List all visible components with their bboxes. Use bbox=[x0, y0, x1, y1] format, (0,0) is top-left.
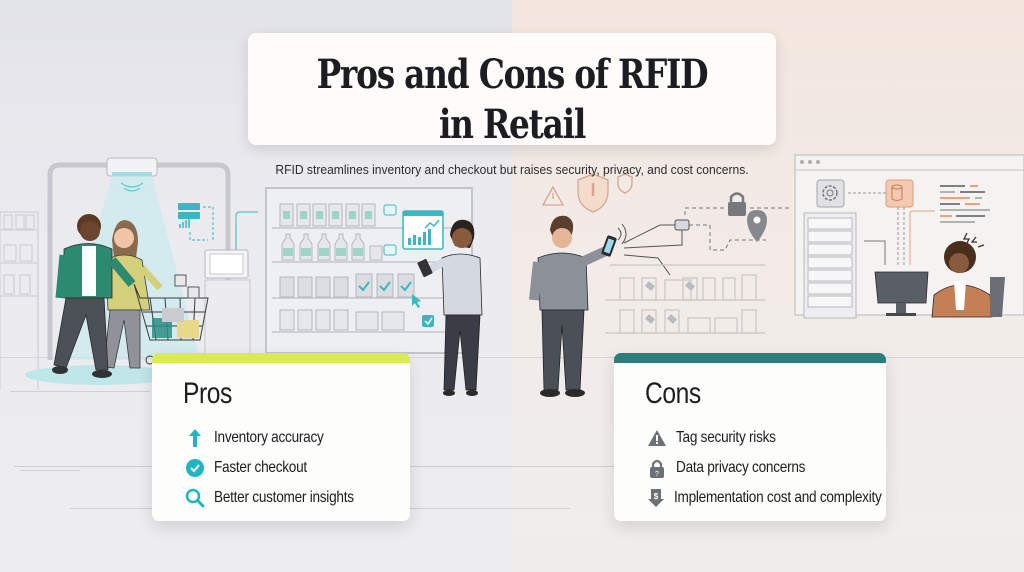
svg-text:?: ? bbox=[655, 471, 659, 478]
tag-scanning-illustration bbox=[529, 173, 790, 397]
warning-icon bbox=[647, 428, 667, 448]
cons-item-label: Data privacy concerns bbox=[676, 459, 806, 476]
pros-item-label: Inventory accuracy bbox=[214, 429, 324, 446]
page-title: Pros and Cons of RFID in Retail bbox=[316, 51, 709, 148]
cons-heading: Cons bbox=[645, 377, 701, 410]
title-card: Pros and Cons of RFID in Retail RFID str… bbox=[248, 33, 776, 177]
cons-card: Cons Tag security risks ? Data privacy c… bbox=[614, 353, 886, 521]
pros-heading: Pros bbox=[183, 377, 232, 410]
cons-list-item: $ Implementation cost and complexity bbox=[647, 483, 886, 513]
pros-list-item: Better customer insights bbox=[185, 483, 410, 513]
check-circle-icon bbox=[185, 458, 205, 478]
pros-list-item: Faster checkout bbox=[185, 453, 410, 483]
cons-list-item: ? Data privacy concerns bbox=[647, 453, 886, 483]
pros-list-item: Inventory accuracy bbox=[185, 423, 410, 453]
floor-line bbox=[0, 357, 1024, 358]
padlock-icon: ? bbox=[647, 458, 667, 478]
pros-item-label: Better customer insights bbox=[214, 489, 354, 506]
pros-item-label: Faster checkout bbox=[214, 459, 307, 476]
svg-text:$: $ bbox=[654, 492, 659, 501]
cons-item-label: Implementation cost and complexity bbox=[674, 489, 882, 506]
system-complexity-illustration bbox=[794, 154, 1024, 319]
magnifier-icon bbox=[185, 488, 205, 508]
cons-list: Tag security risks ? Data privacy concer… bbox=[647, 423, 886, 513]
pros-accent-bar bbox=[152, 353, 410, 363]
cons-item-label: Tag security risks bbox=[676, 429, 776, 446]
smart-shelf-illustration bbox=[265, 187, 483, 396]
page-subtitle: RFID streamlines inventory and checkout … bbox=[275, 162, 749, 177]
floor-line bbox=[20, 470, 80, 471]
checkout-scene-illustration bbox=[0, 157, 258, 390]
cons-accent-bar bbox=[614, 353, 886, 363]
dollar-down-icon: $ bbox=[647, 488, 665, 508]
arrow-up-icon bbox=[185, 428, 205, 448]
pros-card: Pros Inventory accuracy Faster checkout … bbox=[152, 353, 410, 521]
cons-list-item: Tag security risks bbox=[647, 423, 886, 453]
floor-line bbox=[10, 391, 150, 392]
pros-list: Inventory accuracy Faster checkout Bette… bbox=[185, 423, 410, 513]
